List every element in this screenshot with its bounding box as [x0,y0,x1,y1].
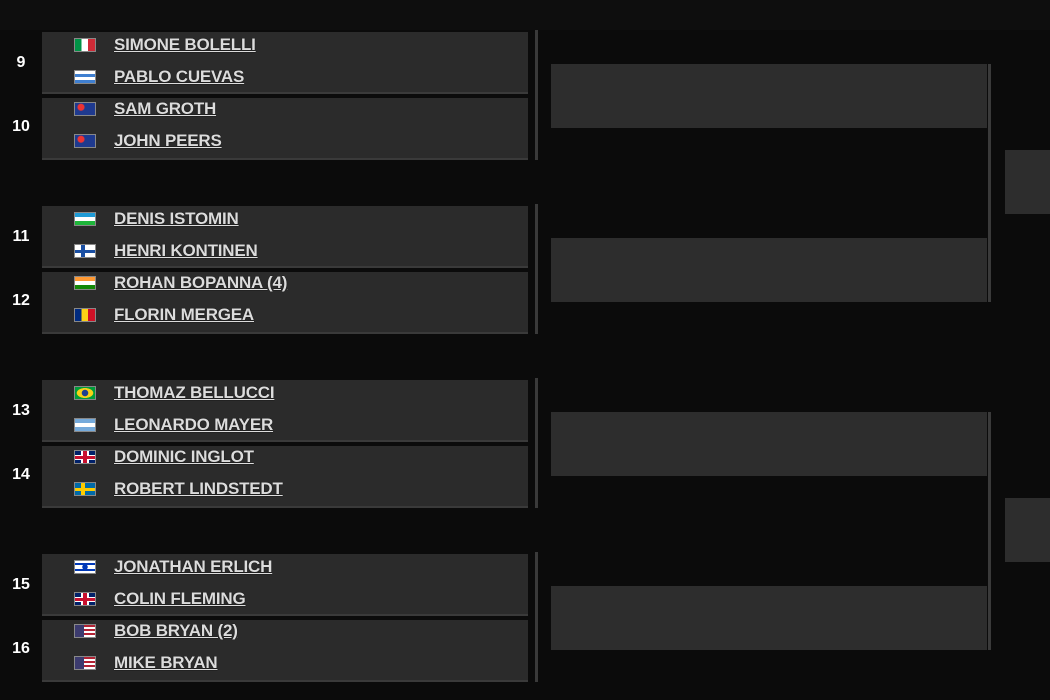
seed-number: 10 [12,118,30,135]
player-row[interactable]: PABLO CUEVAS [42,64,528,90]
seed-number: 13 [12,402,30,419]
round3-match-slot [1005,498,1050,562]
player-row[interactable]: BOB BRYAN (2) [42,618,528,644]
player-name-link[interactable]: FLORIN MERGEA [114,305,255,324]
team-cell: SIMONE BOLELLI PABLO CUEVAS [42,32,528,94]
bracket-line [535,30,538,160]
player-name-link[interactable]: JONATHAN ERLICH [114,557,273,576]
player-row[interactable]: DENIS ISTOMIN [42,206,528,232]
seed-number: 12 [12,292,30,309]
australia-flag-icon [74,102,96,116]
india-flag-icon [74,276,96,290]
player-row[interactable]: ROBERT LINDSTEDT [42,476,528,502]
uruguay-flag-icon [74,70,96,84]
player-row[interactable]: DOMINIC INGLOT [42,444,528,470]
uk-flag-icon [74,450,96,464]
player-row[interactable]: FLORIN MERGEA [42,302,528,328]
player-name-link[interactable]: DOMINIC INGLOT [114,447,254,466]
bracket-line [535,204,538,334]
player-row[interactable]: JOHN PEERS [42,128,528,154]
round3-match-slot [1005,150,1050,214]
bracket-line [535,378,538,508]
australia-flag-icon [74,134,96,148]
team-cell: DENIS ISTOMIN HENRI KONTINEN [42,206,528,268]
round2-match-slot [551,586,987,650]
usa-flag-icon [74,656,96,670]
player-name-link[interactable]: HENRI KONTINEN [114,241,258,260]
round2-match-slot [551,238,987,302]
uk-flag-icon [74,592,96,606]
player-row[interactable]: MIKE BRYAN [42,650,528,676]
player-name-link[interactable]: PABLO CUEVAS [114,67,245,86]
team-cell: THOMAZ BELLUCCI LEONARDO MAYER [42,380,528,442]
player-name-link[interactable]: BOB BRYAN (2) [114,621,238,640]
argentina-flag-icon [74,418,96,432]
bracket-line [535,552,538,682]
brazil-flag-icon [74,386,96,400]
team-cell: JONATHAN ERLICH COLIN FLEMING [42,554,528,616]
usa-flag-icon [74,624,96,638]
player-row[interactable]: THOMAZ BELLUCCI [42,380,528,406]
seed-number: 14 [12,466,30,483]
player-name-link[interactable]: MIKE BRYAN [114,653,218,672]
seed-number: 15 [12,576,30,593]
finland-flag-icon [74,244,96,258]
sweden-flag-icon [74,482,96,496]
team-cell: ROHAN BOPANNA (4) FLORIN MERGEA [42,272,528,334]
player-row[interactable]: SIMONE BOLELLI [42,32,528,58]
seed-number: 9 [16,54,26,71]
player-name-link[interactable]: SAM GROTH [114,99,217,118]
team-cell: DOMINIC INGLOT ROBERT LINDSTEDT [42,446,528,508]
bracket-line [988,64,991,302]
player-row[interactable]: COLIN FLEMING [42,586,528,612]
player-row[interactable]: SAM GROTH [42,96,528,122]
italy-flag-icon [74,38,96,52]
team-cell: SAM GROTH JOHN PEERS [42,98,528,160]
seed-number: 16 [12,640,30,657]
player-name-link[interactable]: SIMONE BOLELLI [114,35,256,54]
round2-match-slot [551,64,987,128]
top-band [0,0,1050,30]
bracket-line [988,412,991,650]
player-row[interactable]: ROHAN BOPANNA (4) [42,270,528,296]
player-name-link[interactable]: JOHN PEERS [114,131,222,150]
player-name-link[interactable]: DENIS ISTOMIN [114,209,239,228]
player-name-link[interactable]: COLIN FLEMING [114,589,246,608]
player-name-link[interactable]: ROHAN BOPANNA (4) [114,273,288,292]
player-row[interactable]: JONATHAN ERLICH [42,554,528,580]
player-name-link[interactable]: ROBERT LINDSTEDT [114,479,283,498]
player-row[interactable]: HENRI KONTINEN [42,238,528,264]
romania-flag-icon [74,308,96,322]
player-name-link[interactable]: THOMAZ BELLUCCI [114,383,275,402]
round2-match-slot [551,412,987,476]
israel-flag-icon [74,560,96,574]
seed-number: 11 [12,228,30,245]
team-cell: BOB BRYAN (2) MIKE BRYAN [42,620,528,682]
uzbekistan-flag-icon [74,212,96,226]
player-name-link[interactable]: LEONARDO MAYER [114,415,274,434]
player-row[interactable]: LEONARDO MAYER [42,412,528,438]
